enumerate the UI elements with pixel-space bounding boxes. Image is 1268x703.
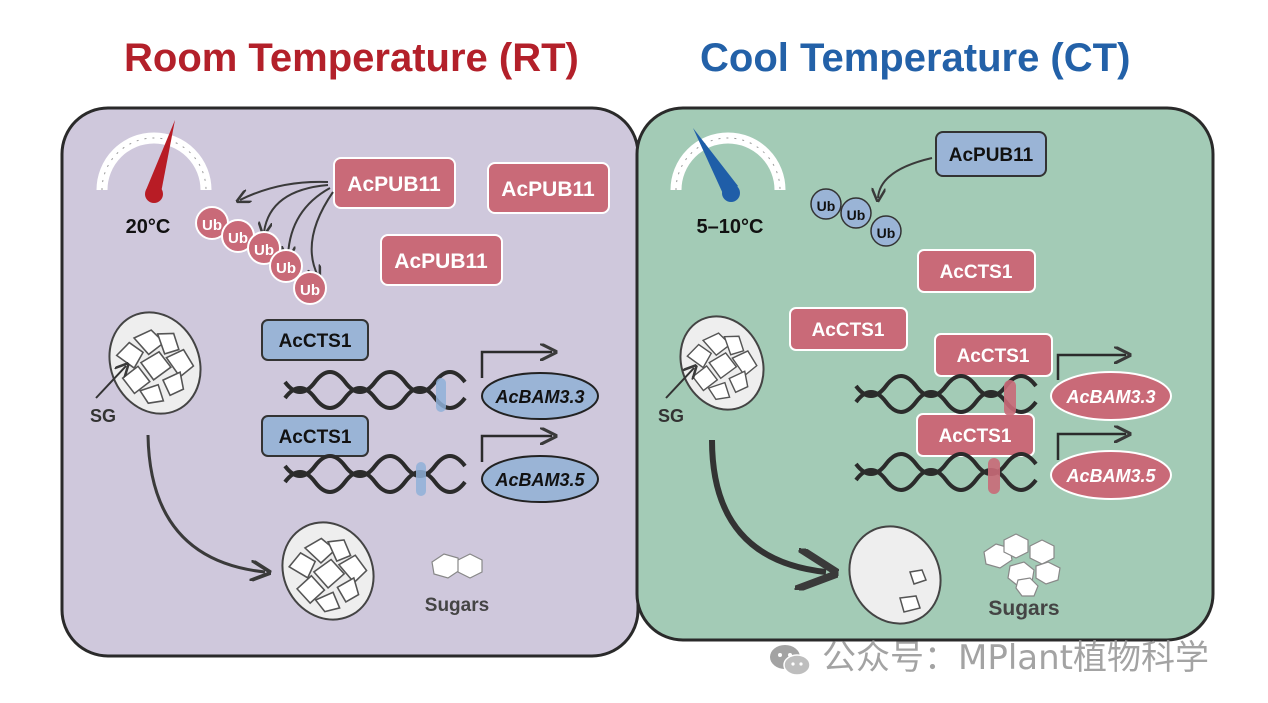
title-room-temperature: Room Temperature (RT): [124, 36, 579, 80]
thermometer-gauge-icon: [670, 128, 786, 202]
watermark: 公众号：MPlant植物科学: [768, 630, 1209, 679]
rt-sugar-crystals: [431, 553, 483, 579]
ubiquitin-bead: Ub: [840, 197, 872, 229]
wechat-icon: [770, 644, 811, 676]
ct-promoter-arrow-2: [1056, 434, 1126, 460]
svg-text:AcPUB11: AcPUB11: [394, 250, 488, 273]
svg-text:AcCTS1: AcCTS1: [279, 331, 352, 352]
rt-dna-helix-1: [283, 370, 467, 412]
ct-ubiquitination-arrow: [878, 157, 933, 198]
rt-gene-bam33: AcBAM3.3: [481, 372, 599, 420]
ubiquitin-bead: Ub: [870, 215, 902, 247]
svg-text:AcBAM3.5: AcBAM3.5: [494, 470, 585, 490]
ct-cts1-bound-2: AcCTS1: [916, 413, 1035, 457]
ubiquitin-bead: Ub: [269, 249, 303, 283]
svg-text:Ub: Ub: [877, 225, 896, 241]
rt-sugars-label: Sugars: [425, 595, 489, 616]
svg-text:Ub: Ub: [254, 242, 274, 259]
rt-promoter-arrow-1: [480, 352, 552, 378]
ct-ubiquitin-chain: Ub Ub Ub: [810, 188, 902, 247]
rt-sg-label: SG: [90, 406, 116, 426]
svg-text:AcBAM3.5: AcBAM3.5: [1065, 466, 1156, 486]
rt-degradation-arrow: [146, 434, 265, 572]
rt-degraded-granule: [280, 521, 377, 623]
svg-text:AcCTS1: AcCTS1: [939, 426, 1012, 447]
ct-starch-granule: [665, 315, 765, 411]
ct-sg-label: SG: [658, 406, 684, 426]
svg-text:Ub: Ub: [228, 230, 248, 247]
ubiquitin-bead: Ub: [247, 231, 281, 265]
ct-sugar-crystals: [983, 533, 1061, 597]
rt-pub11-protein-1: AcPUB11: [333, 157, 456, 209]
ct-cts1-free-2: AcCTS1: [789, 307, 908, 351]
svg-text:Ub: Ub: [847, 207, 866, 223]
panel-cool-temperature: [635, 106, 1215, 642]
rt-cts1-protein-1: AcCTS1: [261, 319, 369, 361]
watermark-text: 公众号：MPlant植物科学: [822, 638, 1209, 678]
ct-promoter-arrow-1: [1056, 355, 1126, 380]
rt-starch-granule: [95, 311, 203, 415]
ct-cts1-bound-1: AcCTS1: [934, 333, 1053, 377]
ubiquitin-bead: Ub: [221, 219, 255, 253]
svg-text:AcPUB11: AcPUB11: [501, 178, 595, 201]
svg-text:AcPUB11: AcPUB11: [949, 145, 1034, 166]
rt-pub11-protein-3: AcPUB11: [380, 234, 503, 286]
svg-text:Ub: Ub: [817, 198, 836, 214]
ct-sugars-label: Sugars: [988, 597, 1059, 620]
ct-dna-helix-2: [854, 452, 1038, 494]
rt-pub11-protein-2: AcPUB11: [487, 162, 610, 214]
ct-degradation-arrow: [709, 439, 826, 572]
svg-text:AcBAM3.3: AcBAM3.3: [494, 387, 584, 407]
svg-text:AcBAM3.3: AcBAM3.3: [1065, 387, 1155, 407]
rt-promoter-arrow-2: [480, 436, 552, 462]
ct-degraded-granule: [848, 525, 942, 625]
ct-pub11-protein: AcPUB11: [935, 131, 1047, 177]
ubiquitin-bead: Ub: [293, 271, 327, 305]
thermometer-gauge-icon: [96, 120, 212, 203]
rt-gene-bam35: AcBAM3.5: [481, 455, 599, 503]
ubiquitin-bead: Ub: [810, 188, 842, 220]
svg-text:AcPUB11: AcPUB11: [347, 173, 441, 196]
ct-temperature-label: 5–10°C: [697, 216, 764, 238]
svg-text:AcCTS1: AcCTS1: [957, 346, 1030, 367]
svg-text:Ub: Ub: [276, 260, 296, 277]
rt-cts1-protein-2: AcCTS1: [261, 415, 369, 457]
svg-text:AcCTS1: AcCTS1: [812, 320, 885, 341]
ubiquitin-bead: Ub: [195, 206, 229, 240]
rt-dna-helix-2: [283, 454, 467, 496]
ct-gene-bam33: AcBAM3.3: [1050, 371, 1172, 421]
rt-temperature-label: 20°C: [126, 216, 171, 238]
svg-text:AcCTS1: AcCTS1: [279, 427, 352, 448]
ct-cts1-free-1: AcCTS1: [917, 249, 1036, 293]
ct-dna-helix-1: [854, 374, 1038, 416]
svg-text:Ub: Ub: [202, 217, 222, 234]
title-cool-temperature: Cool Temperature (CT): [700, 36, 1131, 80]
svg-text:Ub: Ub: [300, 282, 320, 299]
ct-gene-bam35: AcBAM3.5: [1050, 450, 1172, 500]
rt-ubiquitin-chain: Ub Ub Ub Ub Ub: [195, 206, 327, 305]
svg-text:AcCTS1: AcCTS1: [940, 262, 1013, 283]
rt-ubiquitination-arrows: [240, 180, 334, 276]
